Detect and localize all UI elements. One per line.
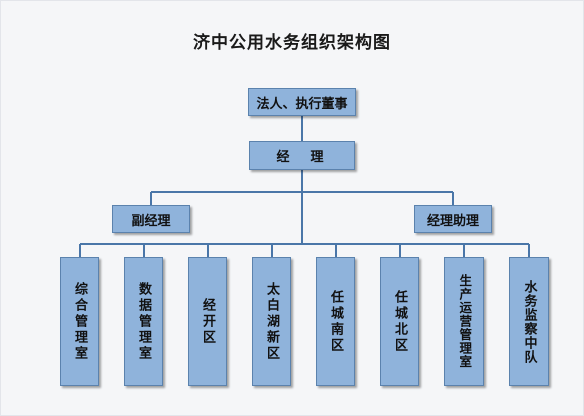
node-dept-production-operations: 生产运营管理室 <box>444 257 484 386</box>
node-dept-general-management: 综合管理室 <box>60 257 99 386</box>
node-dept-taibai-lake-new-district: 太白湖新区 <box>252 257 291 386</box>
node-assistant-manager: 经理助理 <box>414 205 492 233</box>
node-manager: 经 理 <box>249 141 355 170</box>
node-dept-rencheng-north: 任城北区 <box>380 257 419 386</box>
node-deputy-manager: 副经理 <box>112 205 190 233</box>
node-legal-representative: 法人、执行董事 <box>248 88 356 116</box>
node-dept-water-inspection-squad: 水务监察中队 <box>509 257 549 386</box>
node-dept-data-management: 数据管理室 <box>124 257 163 386</box>
chart-title: 济中公用水务组织架构图 <box>193 33 391 53</box>
node-dept-rencheng-south: 任城南区 <box>316 257 355 386</box>
node-dept-economic-development-zone: 经开区 <box>188 257 227 386</box>
